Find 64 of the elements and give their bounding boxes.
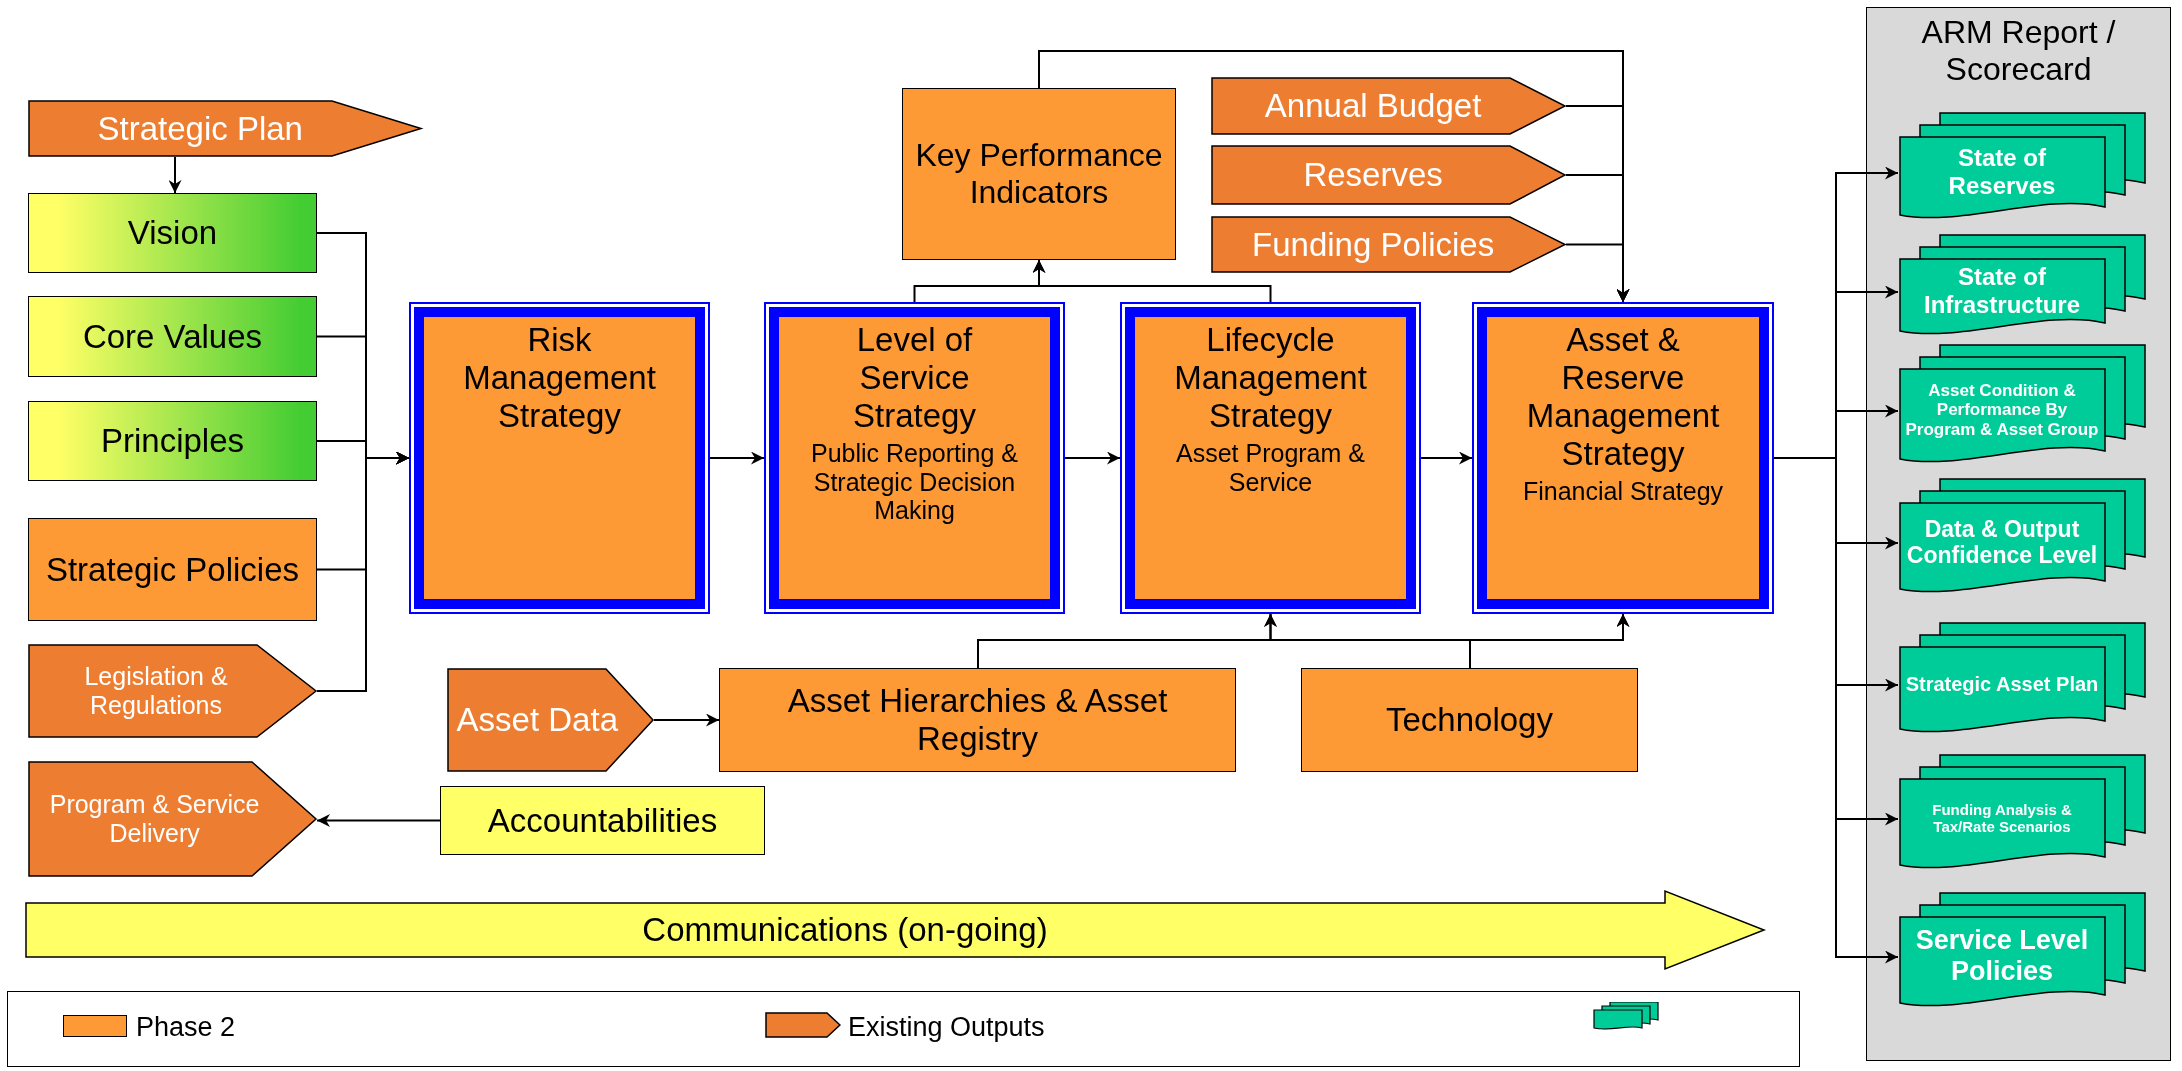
arrow [1565,243,1630,303]
node-label: State of Infrastructure [1922,263,2081,319]
node-label: Core Values [82,317,263,356]
node-label: Vision [127,214,218,252]
node-label: Service Level Policies [1914,924,2090,988]
timeline-arrow [25,890,1765,970]
output-pentagon [1211,77,1566,135]
node-label: Communications (on-going) [642,911,1048,949]
node-label: Strategic Policies [45,550,300,589]
node-label: Strategic Plan [97,109,303,148]
panel-heading: ARM Report / Scorecard [1920,14,2117,88]
node-label: Program & Service Delivery [48,790,261,848]
gradient-box [28,193,317,273]
gradient-box [28,401,317,481]
box-title: Level of Service Strategy [852,321,977,435]
output-pentagon [1211,216,1566,273]
arrow [316,814,441,827]
node-label: Asset Data [456,701,618,739]
output-pentagon [28,100,422,157]
output-pentagon [28,761,317,877]
output-pentagon [1211,145,1566,205]
node-label: State of Reserves [1947,144,2057,200]
box-title: Asset & Reserve Management Strategy [1525,321,1721,473]
node-label: Legislation & Regulations [83,662,229,720]
arrow [316,451,410,692]
node-label: Technology [1386,701,1553,739]
strategy-box [1120,302,1421,614]
node-label: Accountabilities [487,801,718,840]
box-subtitle: Asset Program & Service [1175,438,1366,497]
arrow [1469,613,1630,669]
node-label: Funding Policies [1252,225,1495,264]
report-panel [1866,7,2171,1061]
arrow [709,451,765,465]
process-box [719,668,1236,772]
arrow [653,713,720,727]
node-label: Strategic Asset Plan [1905,672,2099,696]
arrow [1032,259,1272,303]
node-label: Principles [100,422,245,460]
strategy-box [764,302,1065,614]
node-label: Annual Budget [1264,87,1482,125]
arrow [1064,451,1121,465]
process-box [1301,668,1638,772]
node-label: Key Performance Indicators [914,137,1164,211]
process-box [28,518,317,621]
legend-label: Phase 2 [136,1012,236,1043]
box-subtitle: Financial Strategy [1522,476,1724,506]
node-label: Asset Condition & Performance By Program & Asset Group [1904,380,2100,440]
box-title: Lifecycle Management Strategy [1173,321,1368,435]
gradient-box [28,296,317,377]
arrow [168,156,182,194]
node-label: Funding Analysis & Tax/Rate Scenarios [1931,800,2073,836]
process-box [440,786,765,855]
legend-label: Existing Outputs [848,1012,1045,1043]
node-label: Data & Output Confidence Level [1905,515,2099,569]
box-subtitle: Public Reporting & Strategic Decision Making [809,438,1020,526]
strategy-box [1472,302,1774,614]
strategy-box [409,302,710,614]
node-label: Reserves [1303,156,1443,194]
output-pentagon [28,644,317,738]
box-title: Risk Management Strategy [462,321,657,435]
process-box [902,88,1176,260]
node-label: Asset Hierarchies & Asset Registry [786,682,1169,758]
output-pentagon [447,668,654,772]
arrow [1420,451,1473,465]
